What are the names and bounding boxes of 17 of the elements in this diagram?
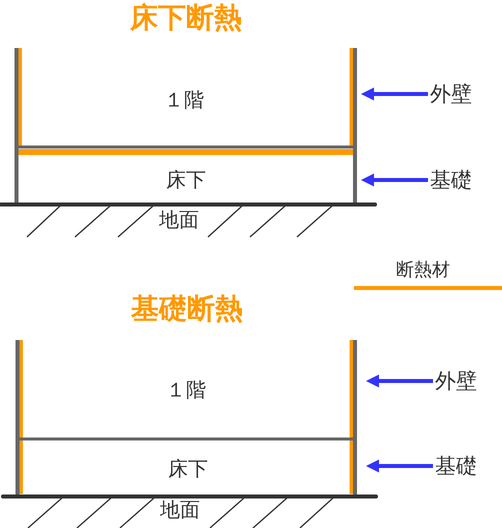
room-label: １階 bbox=[164, 88, 204, 112]
callout-label: 基礎 bbox=[428, 168, 472, 192]
section-title: 床下断熱 bbox=[130, 2, 242, 34]
section-title: 基礎断熱 bbox=[131, 292, 243, 326]
arrow bbox=[361, 88, 428, 100]
ground-label: 地面 bbox=[160, 498, 200, 522]
room-label: 床下 bbox=[168, 458, 208, 480]
room-label: 床下 bbox=[166, 168, 206, 192]
callout-label: 外壁 bbox=[428, 82, 472, 106]
ground-label: 地面 bbox=[159, 208, 199, 232]
arrow bbox=[361, 174, 428, 186]
arrow bbox=[366, 374, 433, 388]
room-label: １階 bbox=[166, 378, 206, 402]
callout-label: 外壁 bbox=[433, 368, 477, 394]
legend-label: 断熱材 bbox=[396, 260, 450, 282]
arrow bbox=[366, 460, 433, 472]
callout-label: 基礎 bbox=[433, 454, 477, 478]
